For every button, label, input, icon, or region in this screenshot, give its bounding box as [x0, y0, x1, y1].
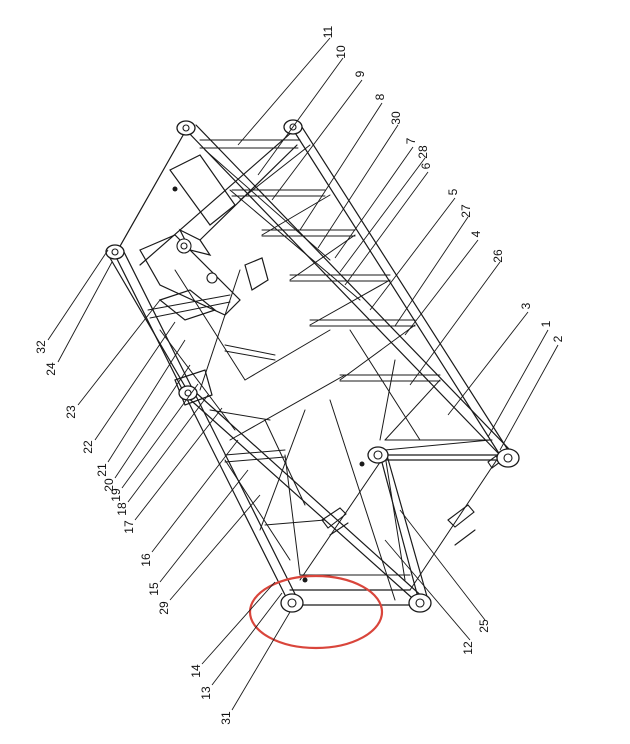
part-label-32: 32	[34, 340, 48, 354]
part-label-13: 13	[199, 686, 213, 700]
part-label-10: 10	[334, 45, 348, 59]
lug-top-left	[176, 120, 196, 136]
lug-left-upper	[105, 244, 125, 260]
part-label-9: 9	[353, 70, 367, 77]
part-label-22: 22	[81, 440, 95, 454]
cross-tubes	[147, 139, 493, 576]
leader-lines	[47, 37, 559, 711]
clamp-brackets	[321, 455, 501, 546]
highlight-ellipse	[248, 574, 384, 650]
part-label-17: 17	[122, 520, 136, 534]
pin-lugs	[105, 119, 520, 613]
part-label-6: 6	[419, 162, 433, 169]
part-label-5: 5	[446, 188, 460, 195]
lug-far-right	[496, 448, 520, 468]
hinge-pins	[172, 186, 365, 583]
part-label-14: 14	[189, 664, 203, 678]
part-label-7: 7	[404, 137, 418, 144]
diagonal-braces	[159, 144, 501, 601]
part-label-15: 15	[147, 582, 161, 596]
part-label-24: 24	[44, 362, 58, 376]
part-label-18: 18	[115, 502, 129, 516]
part-label-30: 30	[389, 111, 403, 125]
part-label-1: 1	[539, 320, 553, 327]
part-label-27: 27	[459, 204, 473, 218]
part-label-23: 23	[64, 405, 78, 419]
truss-frame	[109, 123, 511, 606]
part-label-8: 8	[373, 93, 387, 100]
part-label-4: 4	[469, 230, 483, 237]
part-labels: 1110983072865274263122512311314291516171…	[34, 25, 565, 724]
part-label-28: 28	[416, 145, 430, 159]
part-label-21: 21	[95, 463, 109, 477]
part-label-31: 31	[219, 711, 233, 725]
part-label-29: 29	[157, 601, 171, 615]
part-label-25: 25	[477, 619, 491, 633]
part-label-12: 12	[461, 641, 475, 655]
part-label-2: 2	[551, 335, 565, 342]
part-label-3: 3	[519, 302, 533, 309]
lug-bottom-right	[408, 593, 432, 613]
part-label-19: 19	[109, 488, 123, 502]
lug-bottom-left	[280, 593, 304, 613]
part-label-26: 26	[491, 249, 505, 263]
part-label-20: 20	[102, 478, 116, 492]
part-label-11: 11	[321, 25, 335, 38]
part-label-16: 16	[139, 553, 153, 567]
lug-mid-right	[367, 446, 389, 464]
main-chords	[109, 123, 511, 606]
hinge-assembly	[139, 154, 269, 406]
